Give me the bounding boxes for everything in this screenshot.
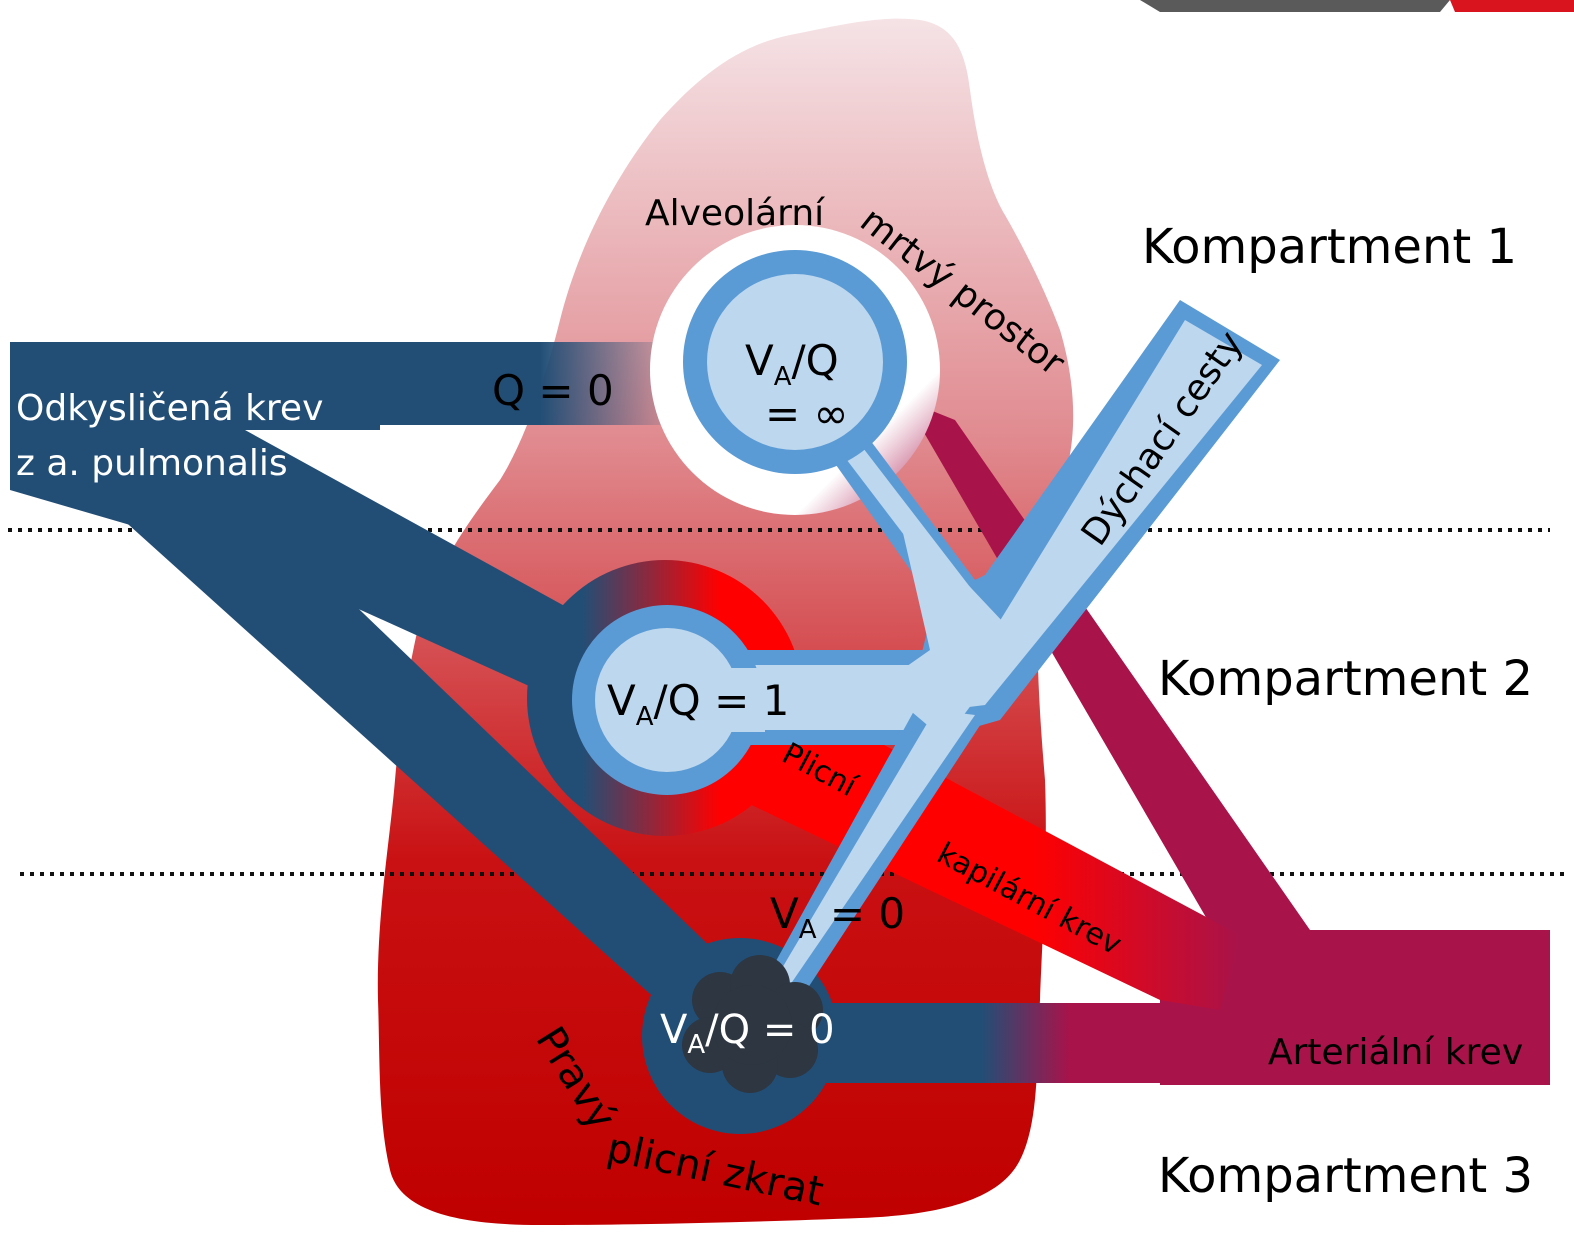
ratio-infinite-bottom: = ∞ <box>765 389 849 438</box>
alveolus-1-inner <box>707 274 883 450</box>
corner-banner <box>1140 0 1574 12</box>
deoxygenated-label-1: Odkysličená krev <box>16 388 323 429</box>
compartment-1-label: Kompartment 1 <box>1142 219 1517 275</box>
compartment-2-label: Kompartment 2 <box>1158 651 1533 707</box>
q-zero-label: Q = 0 <box>492 366 614 415</box>
ratio-normal: VA/Q = 1 <box>607 676 789 732</box>
va-zero-label: VA = 0 <box>770 889 905 945</box>
deoxygenated-label-2: z a. pulmonalis <box>16 443 288 484</box>
collapsed-alveolus <box>682 955 823 1093</box>
alveolus-2-neck <box>705 668 765 732</box>
ratio-infinite-top: VA/Q <box>745 336 839 392</box>
arterial-label: Arteriální krev <box>1268 1032 1523 1073</box>
capillary-band <box>720 700 1240 1010</box>
dead-space-label-1: Alveolární <box>645 193 825 234</box>
compartment-3-label: Kompartment 3 <box>1158 1148 1533 1204</box>
alveolus-2-inner <box>595 628 739 772</box>
venous-vessels <box>10 342 745 1030</box>
ratio-shunt: VA/Q = 0 <box>660 1007 835 1060</box>
